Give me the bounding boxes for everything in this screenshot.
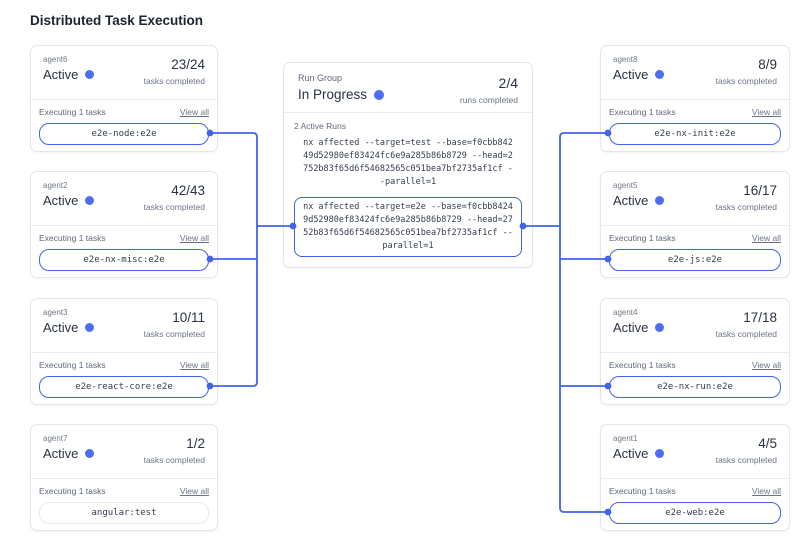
agent-card-agent1: agent1 Active 4/5 tasks completed Execut…	[600, 424, 790, 531]
run-command: nx affected --target=test --base=f0cbb84…	[303, 138, 513, 187]
agent-status: Active	[613, 446, 649, 461]
view-all-link[interactable]: View all	[179, 360, 209, 370]
tasks-count-label: tasks completed	[715, 202, 777, 212]
tasks-count-label: tasks completed	[143, 202, 205, 212]
agent-name: agent4	[613, 308, 638, 317]
view-all-link[interactable]: View all	[751, 107, 781, 117]
view-all-link[interactable]: View all	[179, 107, 209, 117]
agent-name: agent3	[43, 308, 68, 317]
tasks-count-label: tasks completed	[143, 76, 205, 86]
active-runs-label: 2 Active Runs	[294, 121, 346, 131]
executing-label: Executing 1 tasks	[39, 486, 106, 496]
agent-status: Active	[43, 193, 79, 208]
agent-card-agent5: agent5 Active 16/17 tasks completed Exec…	[600, 171, 790, 278]
status-dot-icon	[85, 449, 95, 458]
task-pill[interactable]: e2e-js:e2e	[609, 249, 781, 271]
agent-name: agent2	[43, 181, 68, 190]
view-all-link[interactable]: View all	[751, 233, 781, 243]
agent-card-agent6: agent6 Active 23/24 tasks completed Exec…	[30, 45, 218, 152]
executing-label: Executing 1 tasks	[609, 233, 676, 243]
status-dot-icon	[655, 449, 665, 458]
agent-card-agent8: agent8 Active 8/9 tasks completed Execut…	[600, 45, 790, 152]
view-all-link[interactable]: View all	[751, 360, 781, 370]
tasks-count: 17/18	[743, 310, 777, 325]
task-pill[interactable]: e2e-react-core:e2e	[39, 376, 209, 398]
status-dot-icon	[655, 70, 665, 79]
view-all-link[interactable]: View all	[179, 233, 209, 243]
tasks-count: 16/17	[743, 183, 777, 198]
agent-status: Active	[613, 320, 649, 335]
agent-status: Active	[613, 67, 649, 82]
tasks-count: 1/2	[186, 436, 205, 451]
agent-name: agent5	[613, 181, 638, 190]
agent-card-agent4: agent4 Active 17/18 tasks completed Exec…	[600, 298, 790, 405]
view-all-link[interactable]: View all	[751, 486, 781, 496]
tasks-count-label: tasks completed	[715, 455, 777, 465]
tasks-count-label: tasks completed	[715, 329, 777, 339]
task-pill[interactable]: e2e-nx-init:e2e	[609, 123, 781, 145]
task-pill[interactable]: e2e-node:e2e	[39, 123, 209, 145]
status-dot-icon	[85, 70, 95, 79]
agent-card-agent7: agent7 Active 1/2 tasks completed Execut…	[30, 424, 218, 531]
status-dot-icon	[85, 323, 95, 332]
task-pill[interactable]: e2e-nx-misc:e2e	[39, 249, 209, 271]
agent-card-agent2: agent2 Active 42/43 tasks completed Exec…	[30, 171, 218, 278]
status-dot-icon	[374, 89, 385, 100]
runs-count-label: runs completed	[459, 95, 518, 105]
status-dot-icon	[85, 196, 95, 205]
run-command-highlighted[interactable]: nx affected --target=e2e --base=f0cbb842…	[294, 197, 522, 257]
executing-label: Executing 1 tasks	[609, 360, 676, 370]
agent-status: Active	[43, 446, 79, 461]
tasks-count: 42/43	[171, 183, 205, 198]
agent-name: agent7	[43, 434, 68, 443]
status-dot-icon	[655, 196, 665, 205]
agent-name: agent8	[613, 55, 638, 64]
executing-label: Executing 1 tasks	[609, 486, 676, 496]
runs-count: 2/4	[498, 75, 518, 91]
agent-name: agent1	[613, 434, 638, 443]
tasks-count: 23/24	[171, 57, 205, 72]
run-group-status: In Progress	[298, 87, 368, 102]
run-group-label: Run Group	[298, 73, 343, 83]
executing-label: Executing 1 tasks	[39, 360, 106, 370]
task-pill[interactable]: e2e-web:e2e	[609, 502, 781, 524]
run-group-card: Run Group In Progress 2/4 runs completed…	[283, 62, 533, 268]
agent-card-agent3: agent3 Active 10/11 tasks completed Exec…	[30, 298, 218, 405]
task-pill: angular:test	[39, 502, 209, 524]
executing-label: Executing 1 tasks	[39, 107, 106, 117]
tasks-count: 4/5	[758, 436, 777, 451]
tasks-count-label: tasks completed	[715, 76, 777, 86]
tasks-count-label: tasks completed	[143, 329, 205, 339]
view-all-link[interactable]: View all	[179, 486, 209, 496]
executing-label: Executing 1 tasks	[39, 233, 106, 243]
task-pill[interactable]: e2e-nx-run:e2e	[609, 376, 781, 398]
tasks-count: 8/9	[758, 57, 777, 72]
status-dot-icon	[655, 323, 665, 332]
agent-status: Active	[43, 320, 79, 335]
tasks-count: 10/11	[172, 310, 205, 325]
agent-status: Active	[613, 193, 649, 208]
agent-status: Active	[43, 67, 79, 82]
tasks-count-label: tasks completed	[143, 455, 205, 465]
agent-name: agent6	[43, 55, 68, 64]
page-title: Distributed Task Execution	[30, 13, 204, 28]
executing-label: Executing 1 tasks	[609, 107, 676, 117]
